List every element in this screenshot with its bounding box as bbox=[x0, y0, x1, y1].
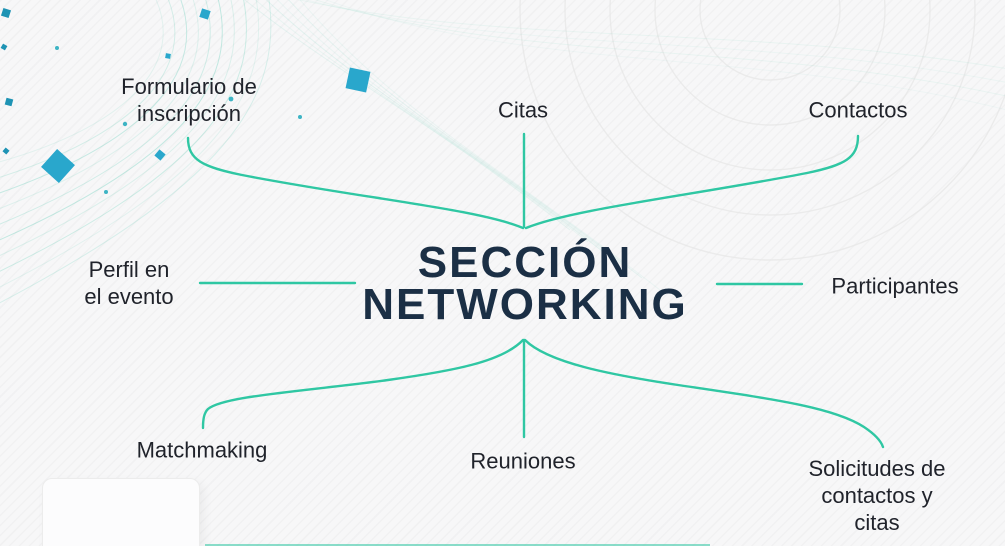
node-perfil-line2: el evento bbox=[84, 284, 174, 309]
node-solicitudes-line2: contactos y bbox=[821, 482, 933, 508]
page-title-line2: NETWORKING bbox=[362, 280, 688, 329]
node-citas: Citas bbox=[498, 98, 548, 125]
node-reuniones: Reuniones bbox=[470, 449, 575, 476]
node-participantes-label: Participantes bbox=[831, 273, 959, 299]
connector-matchmaking bbox=[201, 338, 525, 430]
edge-squares bbox=[0, 7, 14, 155]
node-perfil-line1: Perfil en bbox=[88, 257, 170, 283]
node-solicitudes-line3: citas bbox=[854, 509, 900, 535]
connector-formulario bbox=[186, 136, 525, 230]
node-reuniones-label: Reuniones bbox=[470, 448, 576, 474]
page-title-line1: SECCIÓN bbox=[417, 237, 633, 287]
node-solicitudes-line1: Solicitudes de bbox=[808, 455, 946, 481]
node-matchmaking-label: Matchmaking bbox=[136, 437, 268, 463]
connector-solicitudes bbox=[523, 338, 885, 449]
node-citas-label: Citas bbox=[497, 97, 549, 123]
node-matchmaking: Matchmaking bbox=[137, 438, 268, 465]
node-perfil: Perfil en el evento bbox=[84, 257, 173, 311]
node-formulario: Formulario de inscripción bbox=[121, 74, 257, 128]
node-participantes: Participantes bbox=[831, 274, 958, 301]
node-formulario-line2: inscripción bbox=[137, 101, 241, 126]
node-contactos-label: Contactos bbox=[808, 97, 908, 123]
node-solicitudes: Solicitudes de contactos y citas bbox=[809, 456, 946, 536]
concentric-arcs bbox=[519, 0, 1005, 261]
node-contactos: Contactos bbox=[808, 98, 907, 125]
page-title: SECCIÓN NETWORKING bbox=[362, 237, 688, 329]
bottom-accent-line bbox=[205, 544, 710, 546]
connector-contactos bbox=[524, 134, 860, 230]
background-card bbox=[42, 478, 200, 546]
node-formulario-line1: Formulario de bbox=[121, 74, 257, 100]
